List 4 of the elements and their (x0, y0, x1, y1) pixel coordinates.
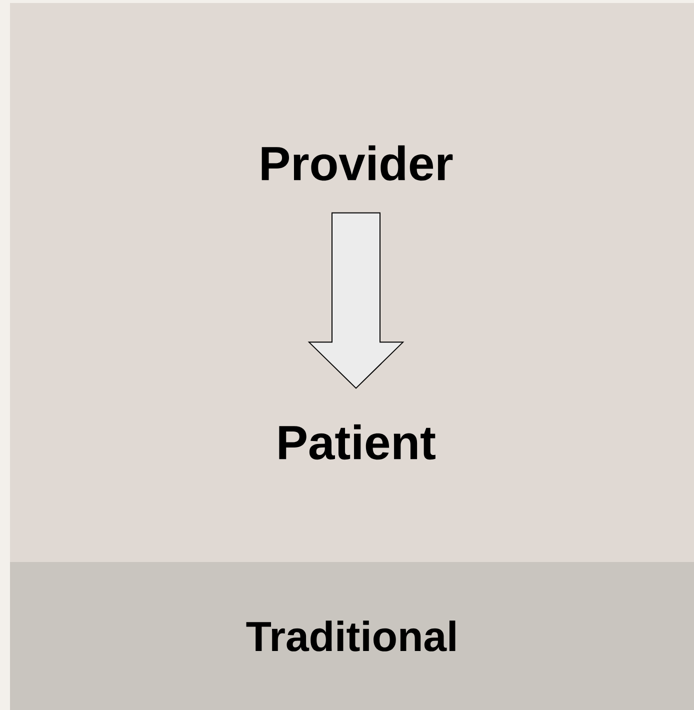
label-band: Traditional (10, 562, 694, 710)
block-arrow (308, 212, 404, 389)
role-label: Provider (262, 145, 453, 181)
role-label: Patient (279, 424, 436, 460)
